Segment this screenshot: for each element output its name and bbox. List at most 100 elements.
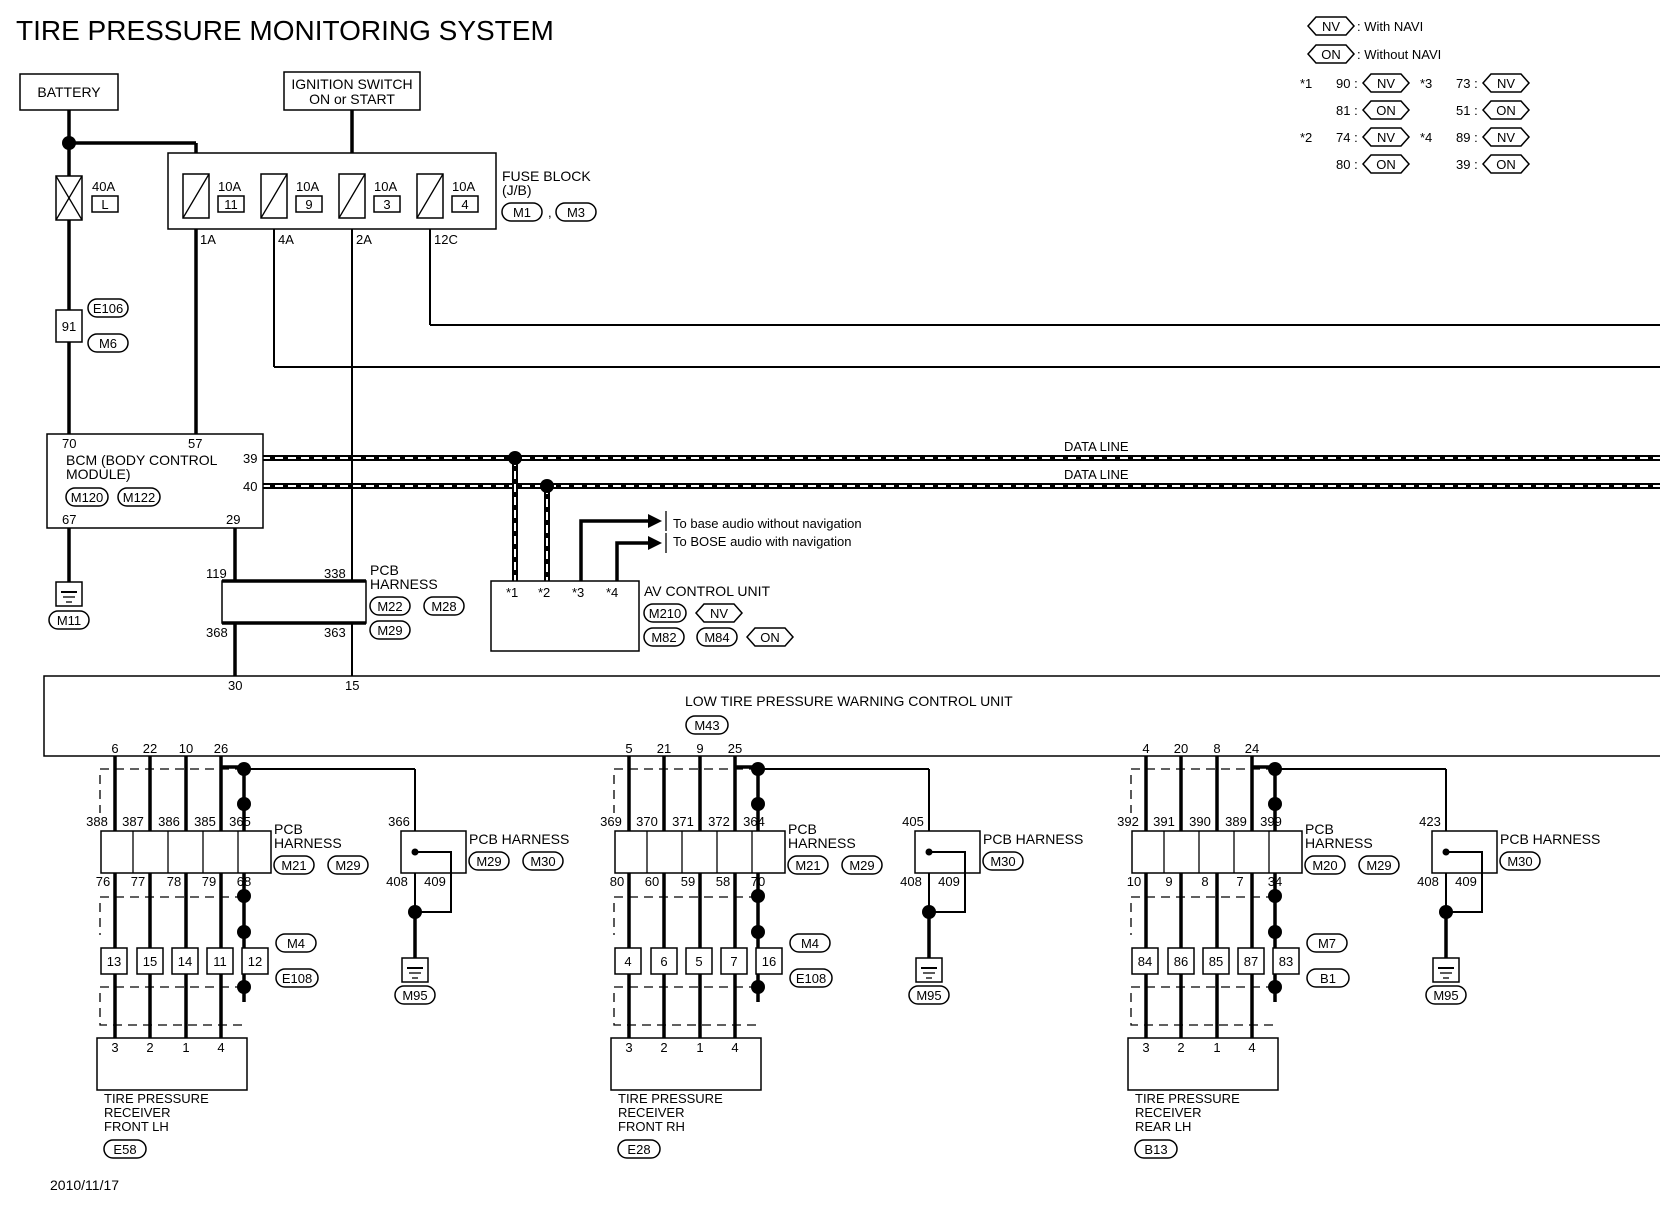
joint-pin: 87: [1244, 954, 1258, 969]
bcm-ground-conn: M11: [57, 613, 81, 628]
sensor-pin: 4: [217, 1040, 224, 1055]
lt-unit-label: LOW TIRE PRESSURE WARNING CONTROL UNIT: [685, 693, 1013, 709]
fuse-11-num: 11: [224, 197, 238, 212]
fuse-3-num: 3: [383, 197, 390, 212]
legend-on-text: : Without NAVI: [1357, 47, 1441, 62]
joint-pin: 13: [107, 954, 121, 969]
joint-pin: 84: [1138, 954, 1152, 969]
legend-s3-on-code: ON: [1496, 103, 1516, 118]
pcb-conn: M29: [1366, 858, 1391, 873]
joint-pin: 85: [1209, 954, 1223, 969]
sensor-label: FRONT RH: [618, 1119, 685, 1134]
av-pin-4: *4: [606, 585, 618, 600]
lt-pin-30: 30: [228, 678, 242, 693]
sensor-label: TIRE PRESSURE: [1135, 1091, 1240, 1106]
sensor-conn: B13: [1144, 1142, 1167, 1157]
pcb-harness-label: HARNESS: [788, 835, 856, 851]
legend-s4-on-tag: [1481, 154, 1531, 174]
pcb-pin: 58: [716, 874, 730, 889]
ignition-label-1: IGNITION SWITCH: [291, 76, 412, 92]
legend-s1-on: 81 :: [1336, 103, 1358, 118]
joint-conn: B1: [1320, 971, 1336, 986]
ground-pcb-pin: 409: [938, 874, 960, 889]
sensor-conn: E28: [627, 1142, 650, 1157]
pcb-top-pin-368: 368: [206, 625, 228, 640]
fuse-3-amp: 10A: [374, 179, 397, 194]
pcb-top-pin-363: 363: [324, 625, 346, 640]
pcb-pin: 391: [1153, 814, 1175, 829]
sensor-conn: E58: [113, 1142, 136, 1157]
pcb-pin: 68: [237, 874, 251, 889]
ground-conn: M95: [916, 988, 941, 1003]
unit-pin: 4: [1142, 741, 1149, 756]
legend-star2: *2: [1300, 130, 1312, 145]
legend-s2-on: 80 :: [1336, 157, 1358, 172]
pcb-conn: M29: [335, 858, 360, 873]
pcb-top-pin-338: 338: [324, 566, 346, 581]
legend-s2-on-code: ON: [1376, 157, 1396, 172]
legend-nv-code: NV: [1322, 19, 1340, 34]
joint-conn: E108: [282, 971, 312, 986]
pcb-pin: 60: [645, 874, 659, 889]
pcb-conn: M21: [795, 858, 820, 873]
bcm-pin-70: 70: [62, 436, 76, 451]
ground-pcb-conn: M30: [530, 854, 555, 869]
joint-pin: 14: [178, 954, 192, 969]
legend-s3-on-tag: [1481, 100, 1531, 120]
ground-pcb-label: PCB HARNESS: [1500, 831, 1600, 847]
fusible-link-amp: 40A: [92, 179, 115, 194]
sensor-label: RECEIVER: [104, 1105, 170, 1120]
pcb-pin: 386: [158, 814, 180, 829]
legend-star1: *1: [1300, 76, 1312, 91]
unit-pin: 21: [657, 741, 671, 756]
pcb-pin: 9: [1165, 874, 1172, 889]
pcb-top-pin-119: 119: [206, 566, 227, 581]
bcm-conn-m122: M122: [123, 490, 156, 505]
legend-s3-nv: 73 :: [1456, 76, 1478, 91]
pcb-top-conn-m28: M28: [431, 599, 456, 614]
unit-pin: 20: [1174, 741, 1188, 756]
fusible-link-id: L: [101, 197, 108, 212]
ground-pcb-label: PCB HARNESS: [469, 831, 569, 847]
data-lines: DATA LINE DATA LINE: [262, 439, 1660, 588]
sensor-label: REAR LH: [1135, 1119, 1191, 1134]
sensor-label: RECEIVER: [1135, 1105, 1201, 1120]
bcm-pin-57: 57: [188, 436, 202, 451]
sensor-label: RECEIVER: [618, 1105, 684, 1120]
pcb-conn: M21: [281, 858, 306, 873]
legend-on-tag: [1306, 44, 1356, 64]
fuse-11-amp: 10A: [218, 179, 241, 194]
pcb-pin: 77: [131, 874, 145, 889]
pcb-pin: 59: [681, 874, 695, 889]
av-code-nv: NV: [710, 606, 728, 621]
sensor-label: FRONT LH: [104, 1119, 169, 1134]
pcb-top-label-1: PCB: [370, 562, 399, 578]
ground-pcb-pin: 409: [1455, 874, 1477, 889]
av-conn-m82: M82: [651, 630, 676, 645]
unit-pin: 24: [1245, 741, 1259, 756]
pcb-pin: 369: [600, 814, 622, 829]
pcb-pin: 365: [229, 814, 251, 829]
sensor-pin: 2: [146, 1040, 153, 1055]
pcb-pin: 392: [1117, 814, 1139, 829]
legend-s4-on: 39 :: [1456, 157, 1478, 172]
sensor-group-rear-lh: 4 20 8 24 392 391 390 389 399 10 9 8 7 3…: [1117, 741, 1600, 1159]
fuse-9-amp: 10A: [296, 179, 319, 194]
joint-pin: 7: [730, 954, 737, 969]
joint-connector-91: 91 E106 M6: [55, 298, 129, 353]
bcm-label-2: MODULE): [66, 466, 131, 482]
fuse-out-4a: 4A: [278, 232, 294, 247]
av-pin-1: *1: [506, 585, 518, 600]
legend-s1-nv: 90 :: [1336, 76, 1358, 91]
sensor-pin: 4: [731, 1040, 738, 1055]
battery-box: [19, 73, 119, 111]
pcb-pin: 76: [96, 874, 110, 889]
fuse-block-sep: ,: [548, 205, 552, 220]
pcb-harness-label: PCB: [788, 821, 817, 837]
fuse-block-conn-m1: M1: [513, 205, 531, 220]
pcb-pin: 370: [636, 814, 658, 829]
fuse-out-12c: 12C: [434, 232, 458, 247]
pcb-top-conn-m29: M29: [377, 623, 402, 638]
low-tire-pressure-control-unit: 30 15 LOW TIRE PRESSURE WARNING CONTROL …: [43, 675, 1660, 757]
sensor-pin: 1: [182, 1040, 189, 1055]
